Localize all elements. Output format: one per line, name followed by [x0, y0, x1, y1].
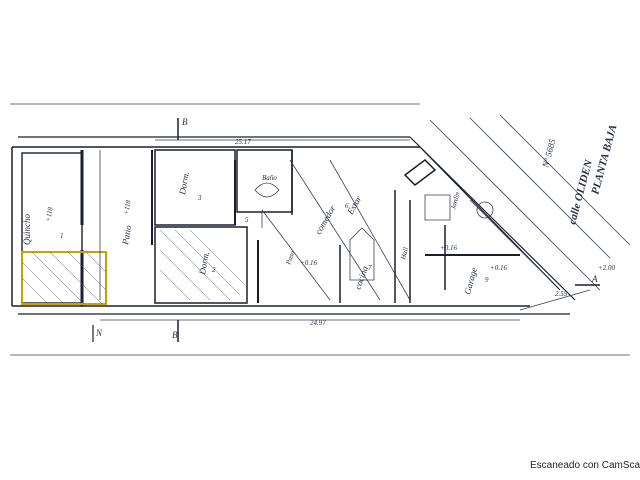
room-label-dorm-1: Dorm. — [177, 171, 191, 197]
room-number-quincho: 1 — [60, 232, 64, 240]
level-patio: +118 — [122, 199, 133, 215]
dimension-diagonal: 2.55 — [555, 290, 568, 298]
section-mark-b-top: B — [182, 117, 188, 127]
room-number-dorm-2: 2 — [212, 266, 216, 274]
level-hall: +0.16 — [440, 244, 457, 252]
site-boundary — [11, 114, 631, 315]
section-mark-a: A — [591, 274, 598, 284]
room-label-dorm-2: Dorm. — [197, 251, 211, 277]
level-paso: +0.16 — [300, 259, 317, 267]
section-cut-b-top: B — [177, 117, 188, 140]
room-number-cocina: 7 — [368, 264, 372, 272]
bedrooms — [154, 149, 248, 304]
room-label-paso: Paso — [284, 249, 297, 266]
room-label-hall: Hall — [399, 246, 410, 261]
garage-hall — [403, 159, 541, 303]
north-mark: N — [95, 328, 103, 338]
north-arrow: N — [92, 325, 103, 342]
room-label-garage: Garage — [462, 266, 479, 295]
level-quincho: +118 — [44, 206, 55, 222]
room-label-patio: Patio — [120, 224, 133, 246]
section-mark-b-bottom: B — [172, 330, 178, 340]
room-label-comedor: comedor — [313, 203, 338, 236]
section-cut-b-bottom: B — [172, 320, 179, 342]
scanner-watermark: Escaneado con CamScanner — [530, 460, 640, 471]
room-label-bano: Baño — [262, 174, 277, 182]
room-label-quincho: Quincho — [22, 214, 32, 245]
room-number-garage: 9 — [485, 276, 489, 284]
section-cut-a-right: A — [575, 274, 600, 286]
level-street: +2.00 — [598, 264, 615, 272]
dimension-bottom: 24.97 — [310, 319, 326, 327]
room-number-dorm-1: 3 — [197, 194, 202, 202]
street-number: Nº 5685 — [540, 137, 558, 169]
quincho-area — [21, 150, 107, 306]
dimension-lines — [100, 139, 591, 321]
room-number-estar: 6 — [345, 202, 349, 210]
room-label-jardin: Jardin — [449, 191, 462, 211]
dimension-top: 25.17 — [235, 138, 251, 146]
level-garage: +0.16 — [490, 264, 507, 272]
room-number-bano: 5 — [245, 216, 249, 224]
living-dining — [257, 150, 411, 303]
patio-area — [99, 150, 153, 300]
plan-title: PLANTA BAJA — [589, 123, 619, 195]
quincho-highlight — [21, 251, 107, 305]
